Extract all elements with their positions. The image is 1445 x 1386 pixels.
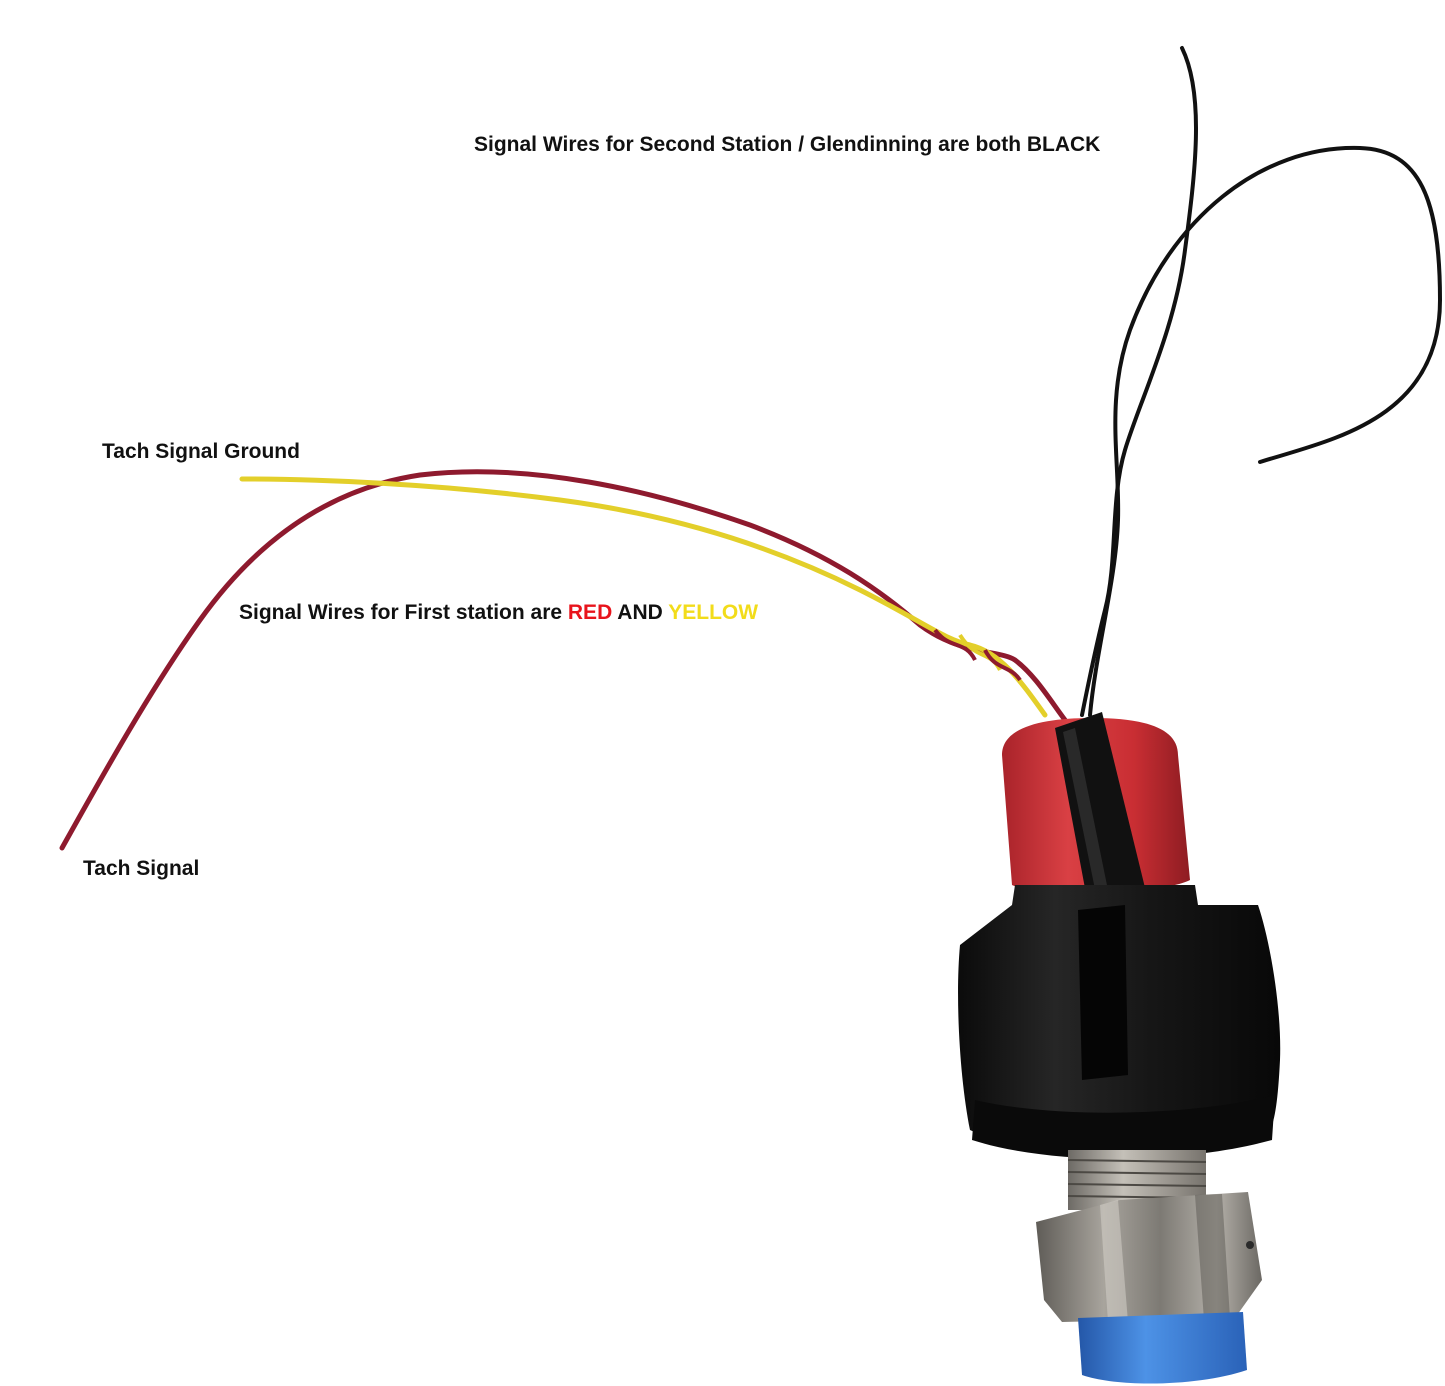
label-tach-signal-ground: Tach Signal Ground [102,440,300,463]
label-second-station: Signal Wires for Second Station / Glendi… [474,133,1101,156]
wire-twist [933,628,1022,682]
black-wires [1080,46,1443,717]
label-yellow-word: YELLOW [668,601,759,624]
label-first-station: Signal Wires for First station are RED A… [239,602,758,623]
black-wire-long [1080,46,1198,717]
label-tach-signal: Tach Signal [83,857,200,880]
yellow-wire [239,476,1048,718]
label-first-station-prefix: Signal Wires for First station are [239,601,568,624]
label-and-word: AND [612,601,669,624]
black-wire-loop [1088,145,1443,717]
blue-cap [1078,1312,1247,1384]
red-wire [59,469,1068,851]
label-red-word: RED [567,601,613,624]
